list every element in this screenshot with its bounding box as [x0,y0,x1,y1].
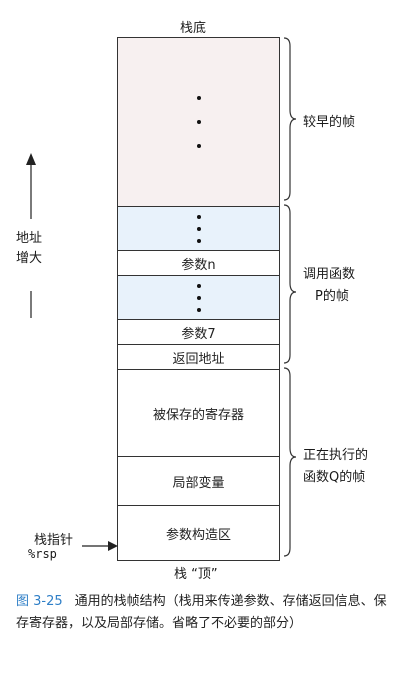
return-address-label: 返回地址 [172,351,225,367]
caller-args-ellipsis [118,207,279,251]
saved-registers-label: 被保存的寄存器 [152,407,244,423]
stack-cell-argument-build-area: 参数构造区 [118,506,279,560]
caller-frame-label-line1: 调用函数 [303,267,356,282]
stack-top-label: 栈 “顶” [174,567,218,582]
stack-bottom-label: 栈底 [180,21,207,36]
ellipsis-dots [196,92,201,152]
stack-diagram: 参数n 参数7 返回地址 被保存的寄存器 局部变量 参数构造区 [117,37,280,561]
bracket-earlier-frames [283,37,297,201]
stack-cell-param-n: 参数n [118,251,279,276]
address-axis-line2: 增大 [16,251,43,266]
current-frame-label-line1: 正在执行的 [303,448,369,463]
local-variables-label: 局部变量 [172,475,225,491]
caption-text: 通用的栈帧结构（栈用来传递参数、存储返回信息、保存寄存器，以及局部存储。省略了不… [16,594,387,631]
param-n-label: 参数n [181,257,216,273]
address-axis-line1: 地址 [16,231,43,246]
stack-pointer-label: 栈指针 [34,533,74,548]
earlier-frames-label: 较早的帧 [303,115,356,130]
stack-pointer-arrow [82,541,118,551]
frame-brackets [283,37,297,557]
bracket-current-frame [283,367,297,557]
address-increase-arrow [26,153,36,318]
param-7-label: 参数7 [181,326,216,342]
stack-cell-param-7: 参数7 [118,320,279,345]
stack-cell-saved-registers: 被保存的寄存器 [118,370,279,457]
caller-frame-label-line2: P的帧 [315,289,349,304]
argument-build-area-label: 参数构造区 [165,527,231,543]
figure-number: 图 3-25 [16,594,63,609]
rsp-register-label: %rsp [28,547,57,561]
current-frame-label-line2: 函数Q的帧 [303,470,366,485]
stack-cell-local-variables: 局部变量 [118,457,279,506]
bracket-caller-frame [283,204,297,364]
earlier-frames-area [118,38,279,207]
stack-cell-return-address: 返回地址 [118,345,279,370]
caller-args-ellipsis [118,276,279,320]
ellipsis-dots [196,211,201,247]
ellipsis-dots [196,280,201,316]
